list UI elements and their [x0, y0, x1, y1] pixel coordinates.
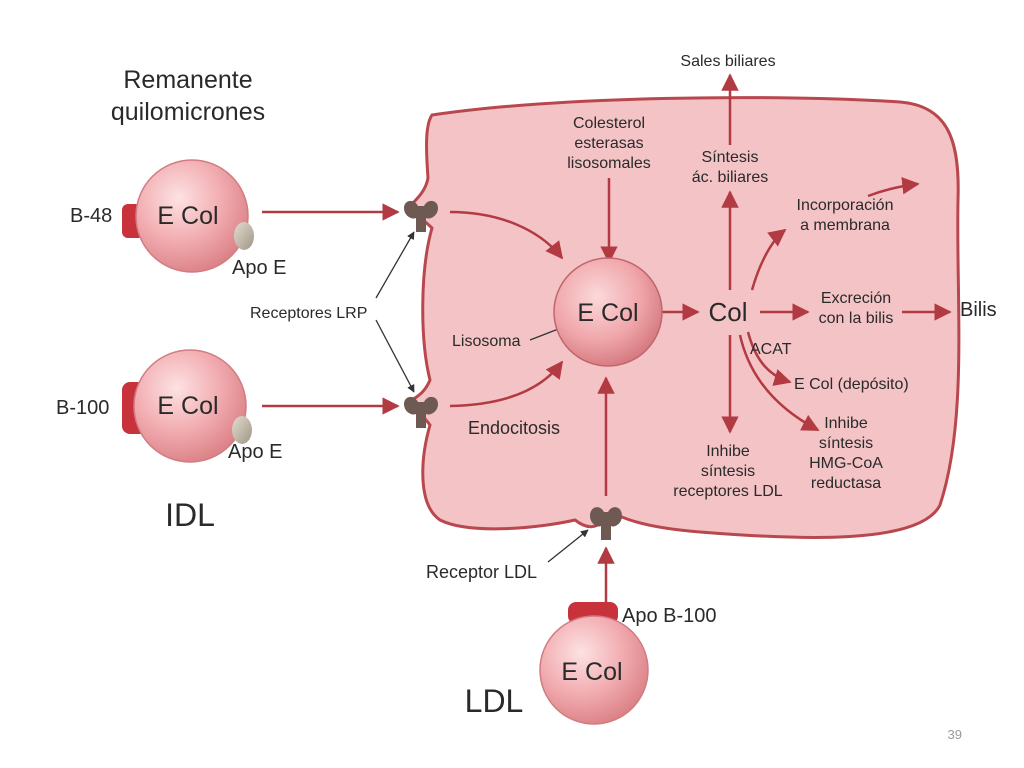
- page-number: 39: [947, 727, 962, 742]
- label-pointers: [375, 231, 589, 563]
- apoe-apoprotein-lower: [232, 416, 252, 444]
- arrow-membrana-to-edge: [867, 177, 920, 198]
- arrow-col-to-hmg: [738, 334, 820, 432]
- arrow-col-to-deposito: [746, 331, 792, 386]
- b100-label: B-100: [56, 397, 109, 419]
- inhibe-ldl-label-line1: Inhibe: [706, 443, 750, 460]
- inhibe-hmg-label-line4: reductasa: [811, 475, 881, 492]
- incorporacion-label-line1: Incorporación: [797, 197, 894, 214]
- acat-label: ACAT: [750, 341, 792, 358]
- ldl-title: LDL: [465, 683, 524, 719]
- excrecion-label-line1: Excreción: [821, 290, 891, 307]
- ldl-particle: [539, 602, 649, 725]
- sintesis-label-line2: ác. biliares: [692, 169, 768, 186]
- excrecion-label-line2: con la bilis: [819, 310, 894, 327]
- receptor-lrp-lower: [404, 396, 438, 428]
- pointer-receptor-ldl: [547, 529, 589, 563]
- colesterol-label-line1: Colesterol: [573, 115, 645, 132]
- b48-label: B-48: [70, 205, 112, 227]
- deposito-label: E Col (depósito): [794, 376, 909, 393]
- receptores-lrp-label: Receptores LRP: [250, 305, 367, 322]
- receptor-ldl: [590, 507, 622, 540]
- inhibe-hmg-label-line2: síntesis: [819, 435, 873, 452]
- inhibe-hmg-label-line1: Inhibe: [824, 415, 868, 432]
- apoe-label-upper: Apo E: [232, 257, 286, 279]
- receptor-lrp-upper: [404, 200, 438, 232]
- ldl-ecol-label: E Col: [561, 658, 622, 686]
- remanente-ecol-label: E Col: [157, 202, 218, 230]
- apoe-label-lower: Apo E: [228, 441, 282, 463]
- pointer-lrp-upper: [375, 231, 415, 299]
- idl-ecol-label: E Col: [157, 392, 218, 420]
- arrow-lrp1-to-lysosome: [449, 210, 564, 260]
- remanente-title-line1: Remanente: [123, 66, 252, 94]
- flow-arrows: [262, 73, 952, 606]
- inhibe-ldl-label-line3: receptores LDL: [673, 483, 782, 500]
- remanente-title-line2: quilomicrones: [111, 98, 265, 126]
- bilis-label: Bilis: [960, 299, 997, 321]
- arrow-lrp2-to-lysosome: [449, 360, 564, 408]
- remanente-particle: [122, 159, 254, 273]
- arrow-col-to-membrana: [750, 228, 787, 291]
- endocitosis-label: Endocitosis: [468, 418, 560, 438]
- lysosome-ecol-label: E Col: [577, 299, 638, 327]
- apob100-label: Apo B-100: [622, 605, 717, 627]
- sales-biliares-label: Sales biliares: [680, 53, 775, 70]
- colesterol-label-line2: esterasas: [574, 135, 643, 152]
- colesterol-label-line3: lisosomales: [567, 155, 651, 172]
- idl-title: IDL: [165, 497, 215, 533]
- lisosoma-label: Lisosoma: [452, 333, 521, 350]
- pointer-lrp-lower: [375, 319, 415, 393]
- sintesis-label-line1: Síntesis: [702, 149, 759, 166]
- labels: Remanente quilomicrones B-48 E Col Apo E…: [56, 53, 997, 719]
- idl-particle: [122, 349, 252, 463]
- inhibe-ldl-label-line2: síntesis: [701, 463, 755, 480]
- apoe-apoprotein-upper: [234, 222, 254, 250]
- receptor-ldl-label: Receptor LDL: [426, 562, 537, 582]
- inhibe-hmg-label-line3: HMG-CoA: [809, 455, 883, 472]
- incorporacion-label-line2: a membrana: [800, 217, 890, 234]
- col-label: Col: [708, 297, 747, 327]
- lysosome: [553, 257, 663, 367]
